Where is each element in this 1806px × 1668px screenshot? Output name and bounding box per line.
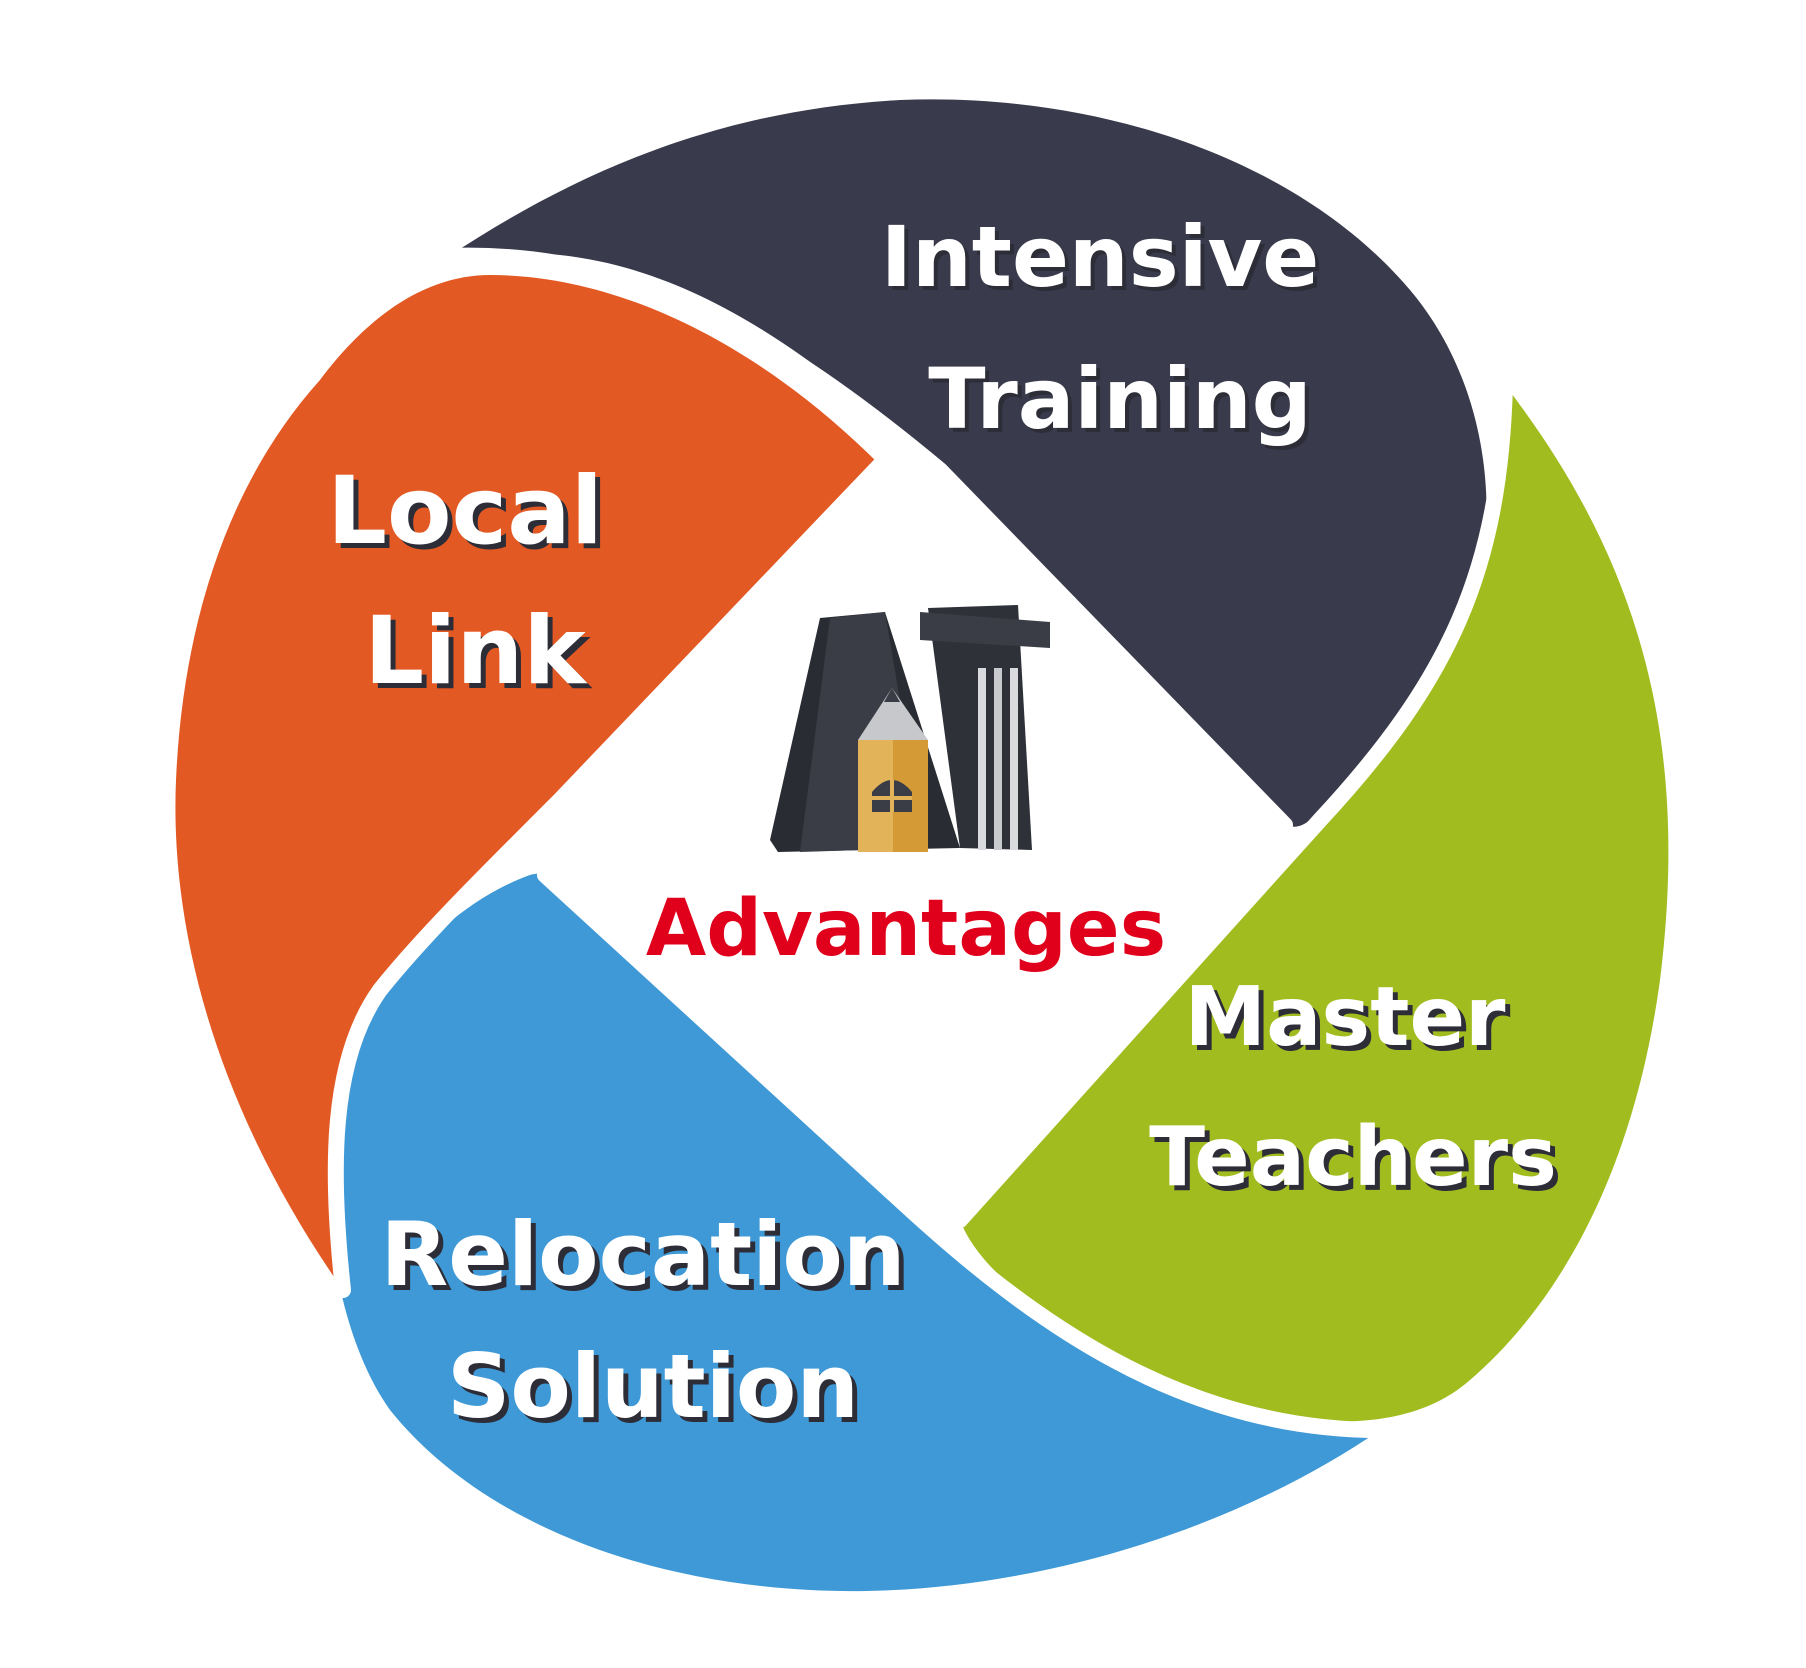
master-teachers-line2: Teachers: [1149, 1110, 1557, 1205]
segment-gap-4: [327, 457, 888, 1298]
intensive-training-line1-shadow: Intensive: [885, 212, 1324, 310]
advantages-center-label: Advantages: [646, 884, 1166, 974]
relocation-solution-line1: Relocation: [381, 1203, 906, 1306]
intensive-training-segment: [449, 99, 1487, 827]
relocation-solution-segment: [329, 873, 1380, 1592]
local-link-line2-shadow: Link: [369, 602, 593, 711]
intensive-training-line2-shadow: Training: [932, 354, 1316, 452]
segment-gap-1: [441, 247, 1293, 833]
segment-gap-3: [537, 867, 1388, 1438]
intensive-training-line2: Training: [928, 350, 1312, 448]
local-link-line2: Link: [364, 597, 588, 706]
local-link-line1-shadow: Local: [332, 462, 608, 571]
segment-gap-2: [952, 377, 1513, 1228]
master-teachers-line2-shadow: Teachers: [1154, 1115, 1562, 1210]
intensive-training-line1: Intensive: [881, 208, 1320, 306]
relocation-solution-line2-shadow: Solution: [452, 1340, 864, 1443]
pencil-house-building-icon: [770, 605, 1050, 852]
intensive-training-label: Intensive Intensive Training Training: [881, 208, 1324, 452]
master-teachers-label: Master Master Teachers Teachers: [1149, 970, 1562, 1210]
master-teachers-line1: Master: [1185, 970, 1507, 1065]
relocation-solution-label: Relocation Relocation Solution Solution: [381, 1203, 911, 1443]
master-teachers-segment: [960, 385, 1669, 1422]
relocation-solution-line2: Solution: [447, 1335, 859, 1438]
master-teachers-line1-shadow: Master: [1190, 975, 1512, 1070]
local-link-line1: Local: [327, 457, 603, 566]
relocation-solution-line1-shadow: Relocation: [386, 1208, 911, 1311]
local-link-label: Local Local Link Link: [327, 457, 608, 711]
